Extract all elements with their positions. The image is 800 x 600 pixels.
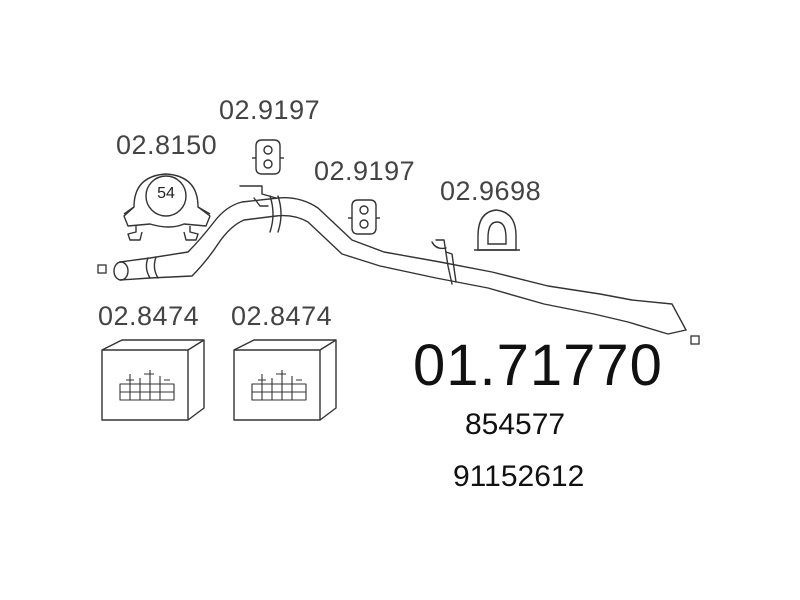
rubber-mount-label: 02.9698 <box>440 176 542 206</box>
rubber-mount-drawing <box>474 209 520 251</box>
main-part-number: 01.71770 <box>413 333 663 398</box>
reference-number-1: 854577 <box>465 408 566 441</box>
package-label-2: 02.8474 <box>231 301 333 331</box>
package-drawing-2 <box>233 339 337 421</box>
clamp-label: 02.8150 <box>116 130 218 160</box>
hanger-drawing-1 <box>252 139 284 175</box>
hanger-label-1: 02.9197 <box>219 95 321 125</box>
clamp-drawing <box>123 173 211 241</box>
reference-number-2: 91152612 <box>453 460 585 493</box>
inlet-end-marker <box>97 264 107 274</box>
hanger-drawing-2 <box>348 199 380 235</box>
package-label-1: 02.8474 <box>98 301 200 331</box>
package-drawing-1 <box>101 339 205 421</box>
hanger-label-2: 02.9197 <box>314 156 416 186</box>
exhaust-pipe <box>113 185 687 335</box>
clamp-size-label: 54 <box>157 185 175 202</box>
outlet-end-marker <box>690 335 700 345</box>
